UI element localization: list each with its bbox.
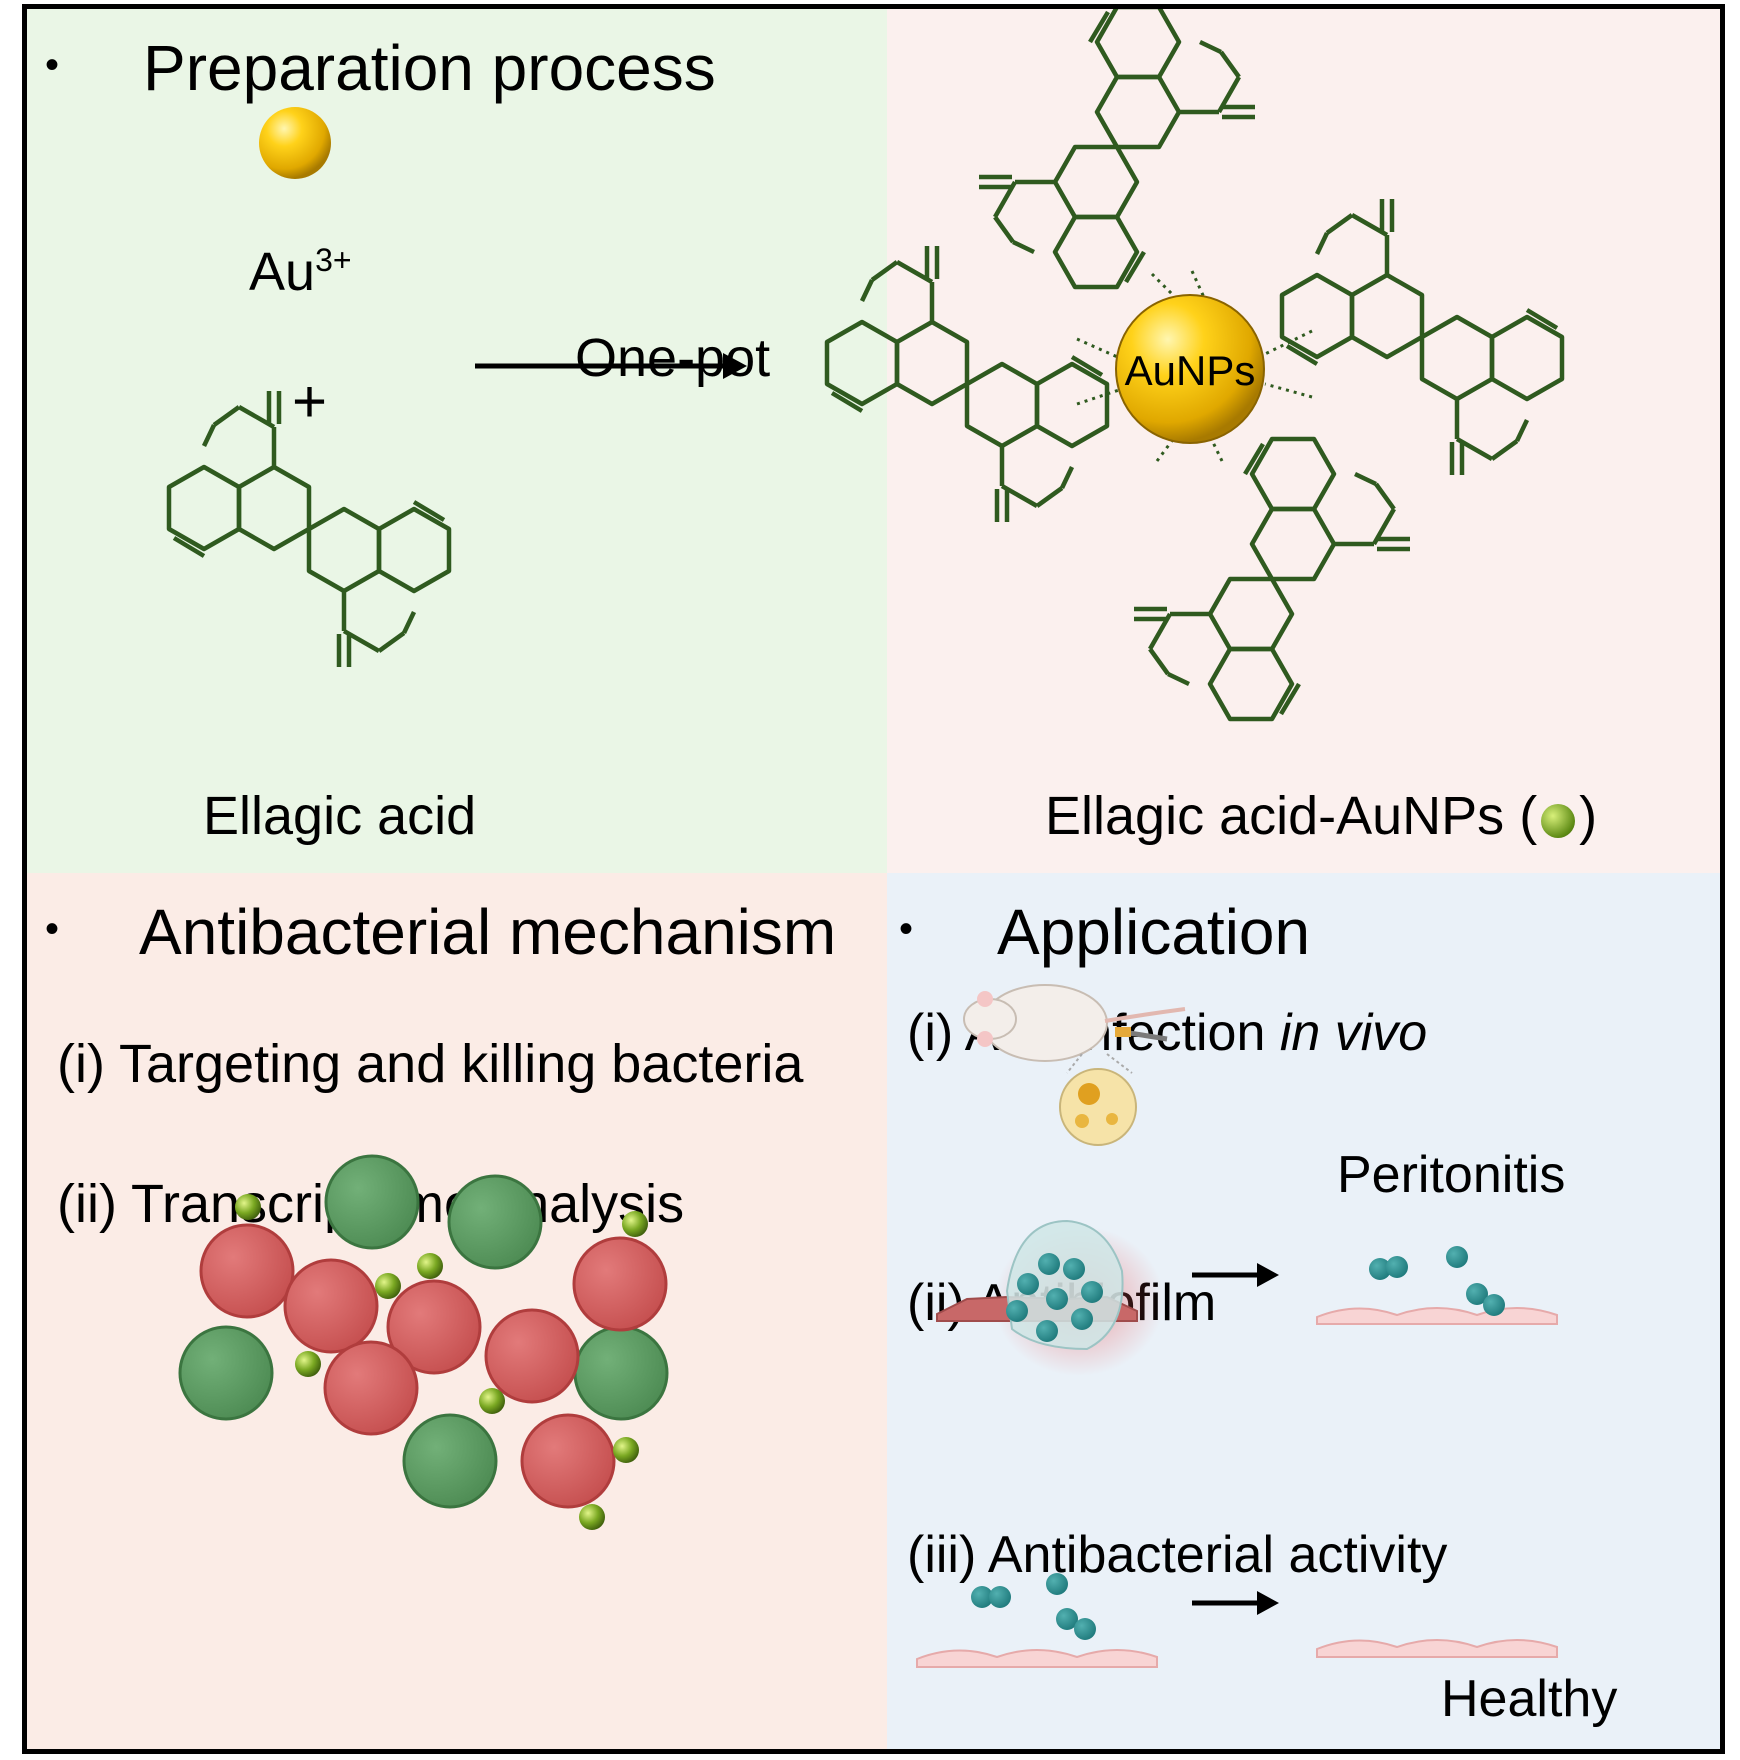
panel-preparation xyxy=(27,9,887,873)
bacteria-cluster xyxy=(178,1154,669,1530)
mech-item-1: (i) Targeting and killing bacteria xyxy=(57,1034,804,1094)
peritonitis-label: Peritonitis xyxy=(1337,1146,1566,1204)
ellagic-acid-aunps-structure: AuNPs xyxy=(827,9,1562,719)
aunps-core-label: AuNPs xyxy=(1125,347,1256,394)
prep-bullet: • xyxy=(45,43,60,87)
figure-graphics: AuNPs xyxy=(27,9,1725,1668)
plus-sign: + xyxy=(292,368,328,435)
au-ion-sphere xyxy=(259,107,331,179)
app-bullet: • xyxy=(899,907,914,951)
app-item-3: (iii) Antibacterial activity xyxy=(907,1526,1448,1584)
activity-arrow-head xyxy=(1257,1591,1279,1615)
activity-scheme xyxy=(916,1573,1158,1668)
biofilm-arrow-head xyxy=(1257,1263,1279,1287)
biofilm-scheme xyxy=(936,1219,1164,1376)
mech-bullet: • xyxy=(45,907,60,951)
prep-title: Preparation process xyxy=(143,32,716,104)
product-caption: Ellagic acid-AuNPs () xyxy=(1045,786,1598,846)
figure-frame: • Preparation process Au3+ + One-pot Ell… xyxy=(22,4,1725,1754)
reaction-arrow-head xyxy=(723,353,747,379)
au-ion-label: Au3+ xyxy=(249,242,352,302)
app-title: Application xyxy=(997,896,1311,968)
healthy-label: Healthy xyxy=(1441,1670,1618,1728)
healthy-cells xyxy=(1316,1639,1558,1658)
mech-title: Antibacterial mechanism xyxy=(139,896,837,968)
green-nanoparticle-icon xyxy=(1541,804,1576,838)
ellagic-acid-molecule xyxy=(169,391,449,667)
one-pot-label: One-pot xyxy=(575,328,771,388)
biofilm-result xyxy=(1316,1246,1558,1325)
mouse-illustration xyxy=(963,984,1186,1146)
ellagic-acid-label: Ellagic acid xyxy=(203,786,477,846)
